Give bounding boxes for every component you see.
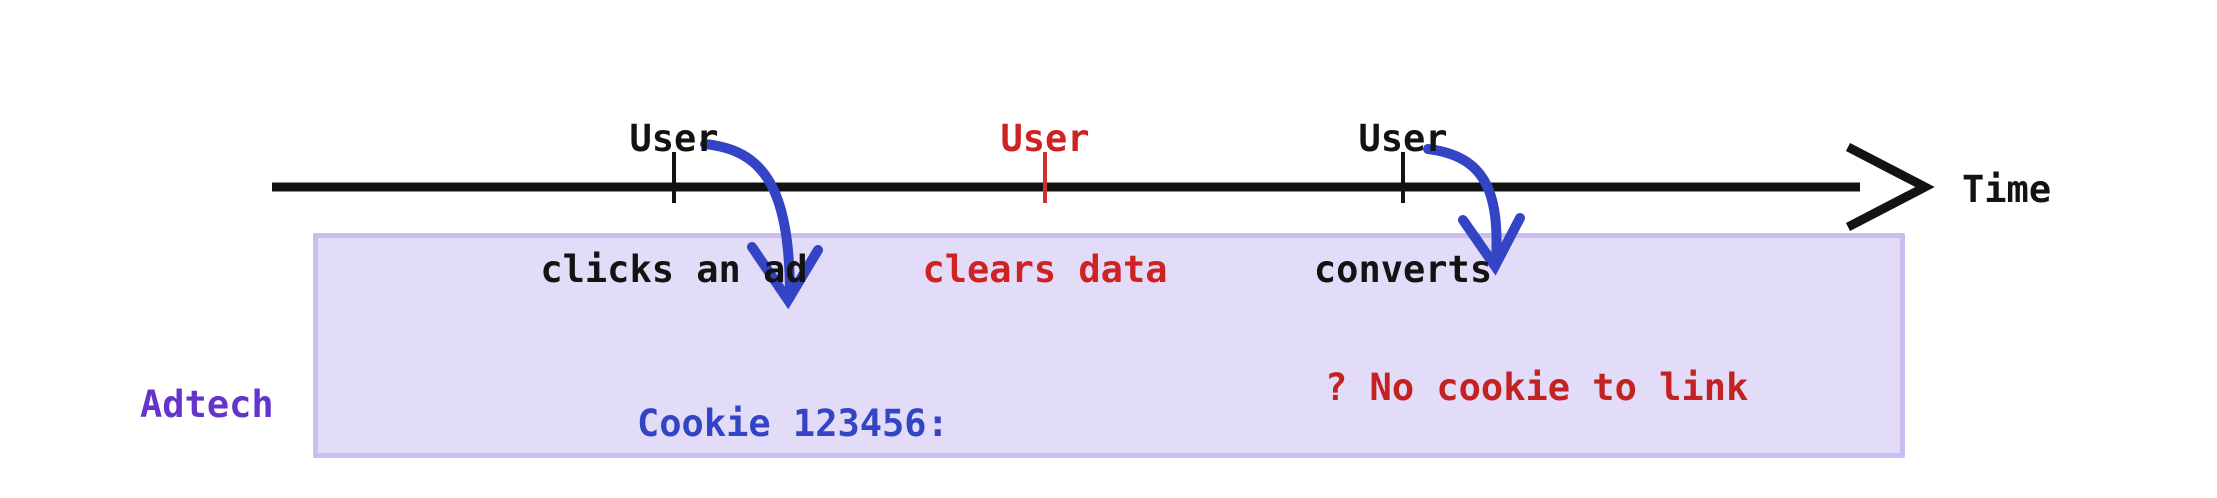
adtech-server-panel — [313, 233, 1905, 458]
adtech-server-label-line1: Adtech — [140, 383, 274, 427]
event-label-click-line2: clicks an ad — [540, 248, 808, 292]
event-label-convert: User converts — [1263, 30, 1543, 379]
event-label-clear-line1: User — [1000, 117, 1090, 161]
adtech-server-label: Adtech server — [140, 292, 274, 498]
convert-to-note-arrowhead-icon — [1458, 213, 1525, 276]
click-to-cookie-arrowhead-icon — [747, 242, 823, 310]
convert-to-note-arrow — [1423, 144, 1502, 267]
event-label-clear-line2: clears data — [922, 248, 1168, 292]
event-label-clear-data: User clears data — [905, 30, 1185, 379]
event-label-click: User clicks an ad — [534, 30, 814, 379]
no-conversion-note-line1: ? No cookie to link — [1325, 365, 1749, 409]
cookie-log-entry-line1: Cookie 123456: — [637, 401, 949, 445]
timeline-axis-caption: Time — [1962, 168, 2052, 211]
event-label-convert-line1: User — [1358, 117, 1448, 161]
event-label-convert-line2: converts — [1313, 248, 1493, 292]
event-label-click-line1: User — [629, 117, 719, 161]
cookie-log-entry: Cookie 123456: Ad clicked — [637, 313, 949, 498]
no-conversion-note: ? No cookie to link this conversion to ⇒… — [1325, 277, 1748, 498]
click-to-cookie-arrow — [700, 139, 795, 302]
timeline-arrowhead-icon — [1845, 143, 1935, 231]
